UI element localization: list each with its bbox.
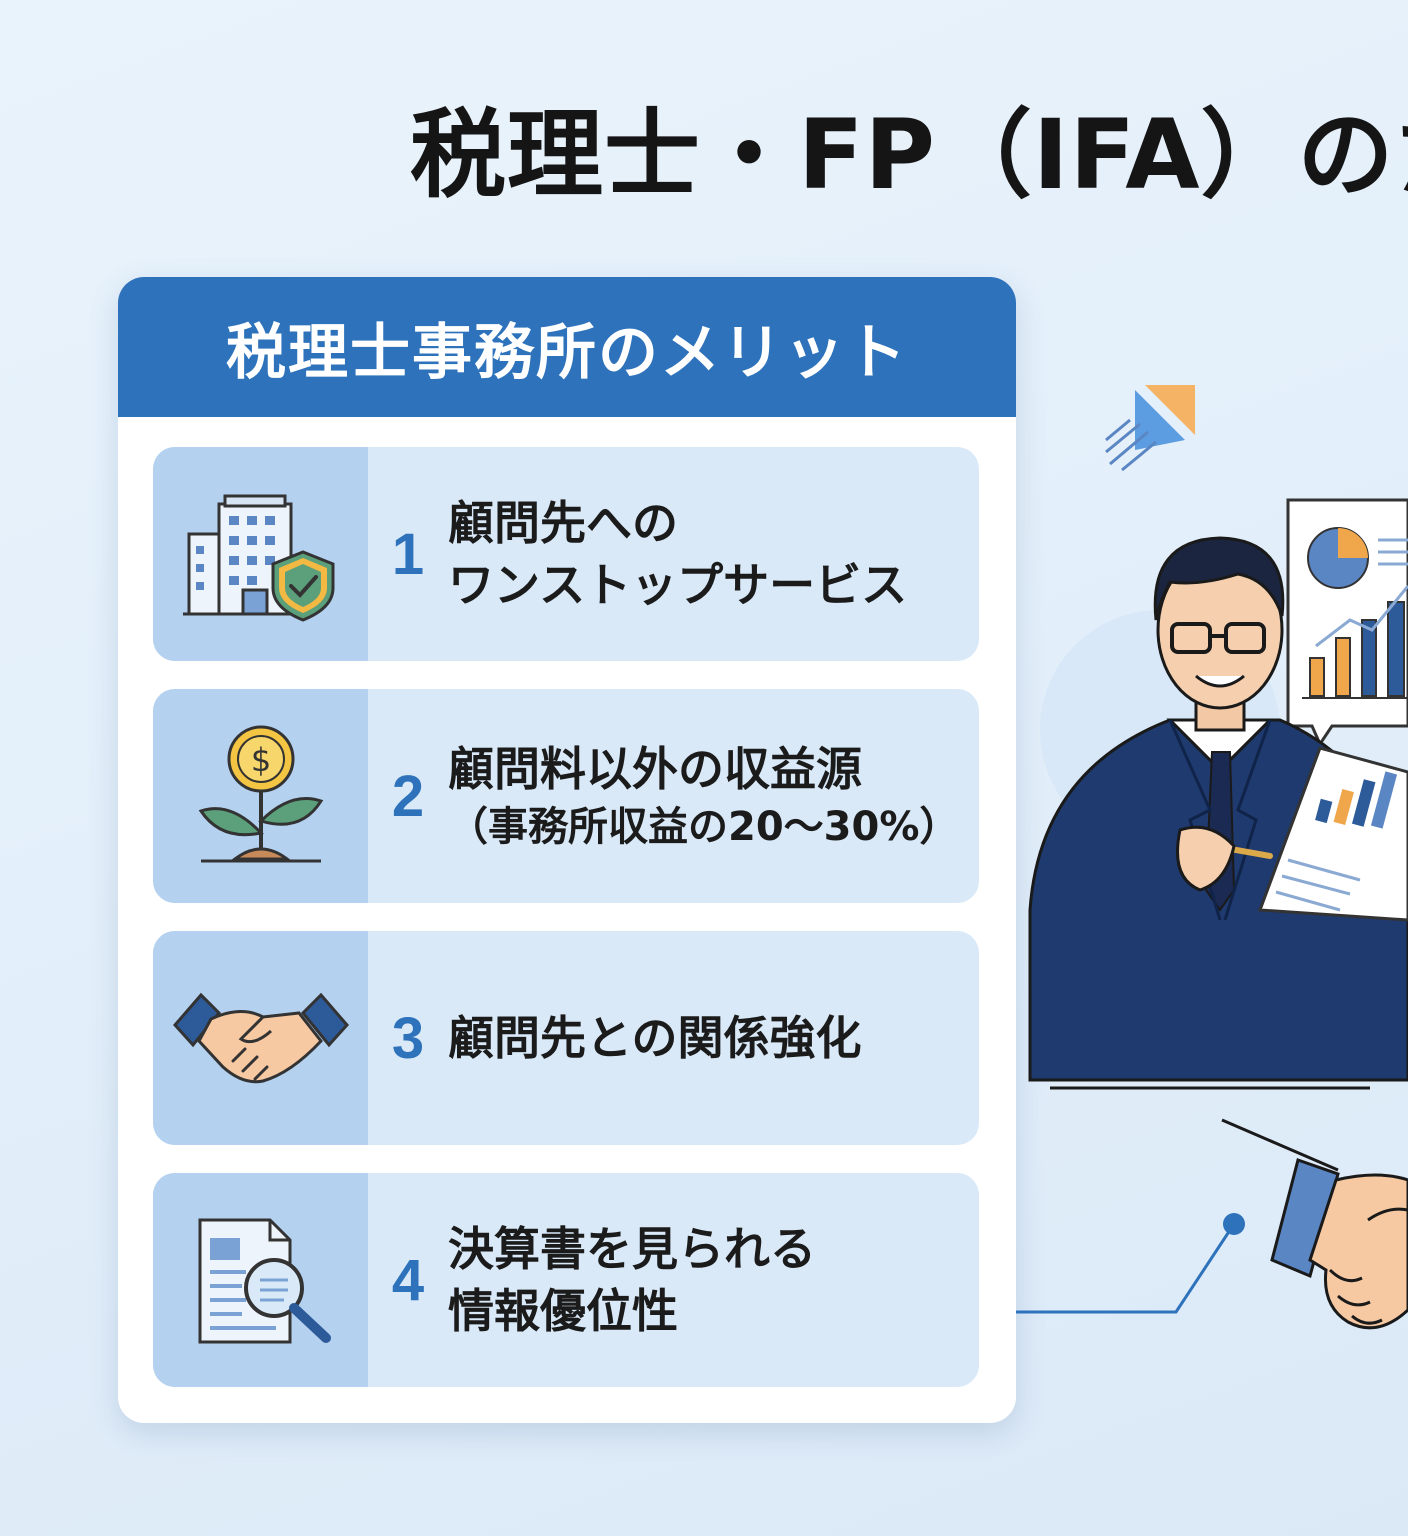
svg-text:$: $	[250, 741, 270, 779]
report-document-icon	[1257, 746, 1408, 922]
merit-text-3-line1: 顧問先との関係強化	[448, 1010, 862, 1065]
merit-text-2-line1: 顧問料以外の収益源	[448, 741, 862, 796]
merit-text-4-line2: 情報優位性	[448, 1284, 678, 1338]
merit-text-1-line1: 顧問先への	[448, 495, 678, 550]
card-header-title: 税理士事務所のメリット	[226, 317, 908, 388]
merit-item-4: 4 決算書を見られる 情報優位性	[153, 1173, 979, 1387]
merit-number-4: 4	[391, 1247, 425, 1313]
decorative-shapes-icon	[1105, 385, 1195, 472]
merit-text-1-line2: ワンストップサービス	[448, 558, 908, 612]
card-header: 税理士事務所のメリット	[118, 277, 1016, 417]
merit-number-1: 1	[391, 521, 425, 587]
page-title: 税理士・FP（IFA）のため	[410, 99, 1408, 211]
handshake-illustration	[1221, 1118, 1408, 1330]
document-magnifier-icon	[153, 1173, 368, 1387]
coin-plant-icon: $	[153, 689, 368, 903]
merit-text-2-line2: （事務所収益の20〜30%）	[448, 804, 960, 851]
merit-item-3: 3 顧問先との関係強化	[153, 931, 979, 1145]
merit-number-3: 3	[391, 1005, 425, 1071]
merits-card: 税理士事務所のメリット	[118, 277, 1016, 1423]
merit-number-2: 2	[391, 763, 425, 829]
title-area: 税理士・FP（IFA）のため	[0, 0, 1408, 260]
merit-item-1: 1 顧問先への ワンストップサービス	[153, 447, 979, 661]
businessman-illustration	[1028, 498, 1408, 1090]
handshake-icon	[153, 931, 368, 1145]
connector-line	[1016, 1213, 1245, 1314]
merit-text-4-line1: 決算書を見られる	[448, 1221, 816, 1276]
merit-item-2: $ 2 顧問料以外の収益源 （事務所収益の20〜30%）	[153, 689, 979, 903]
building-shield-icon	[153, 447, 368, 661]
chart-bubble-icon	[1286, 498, 1408, 748]
